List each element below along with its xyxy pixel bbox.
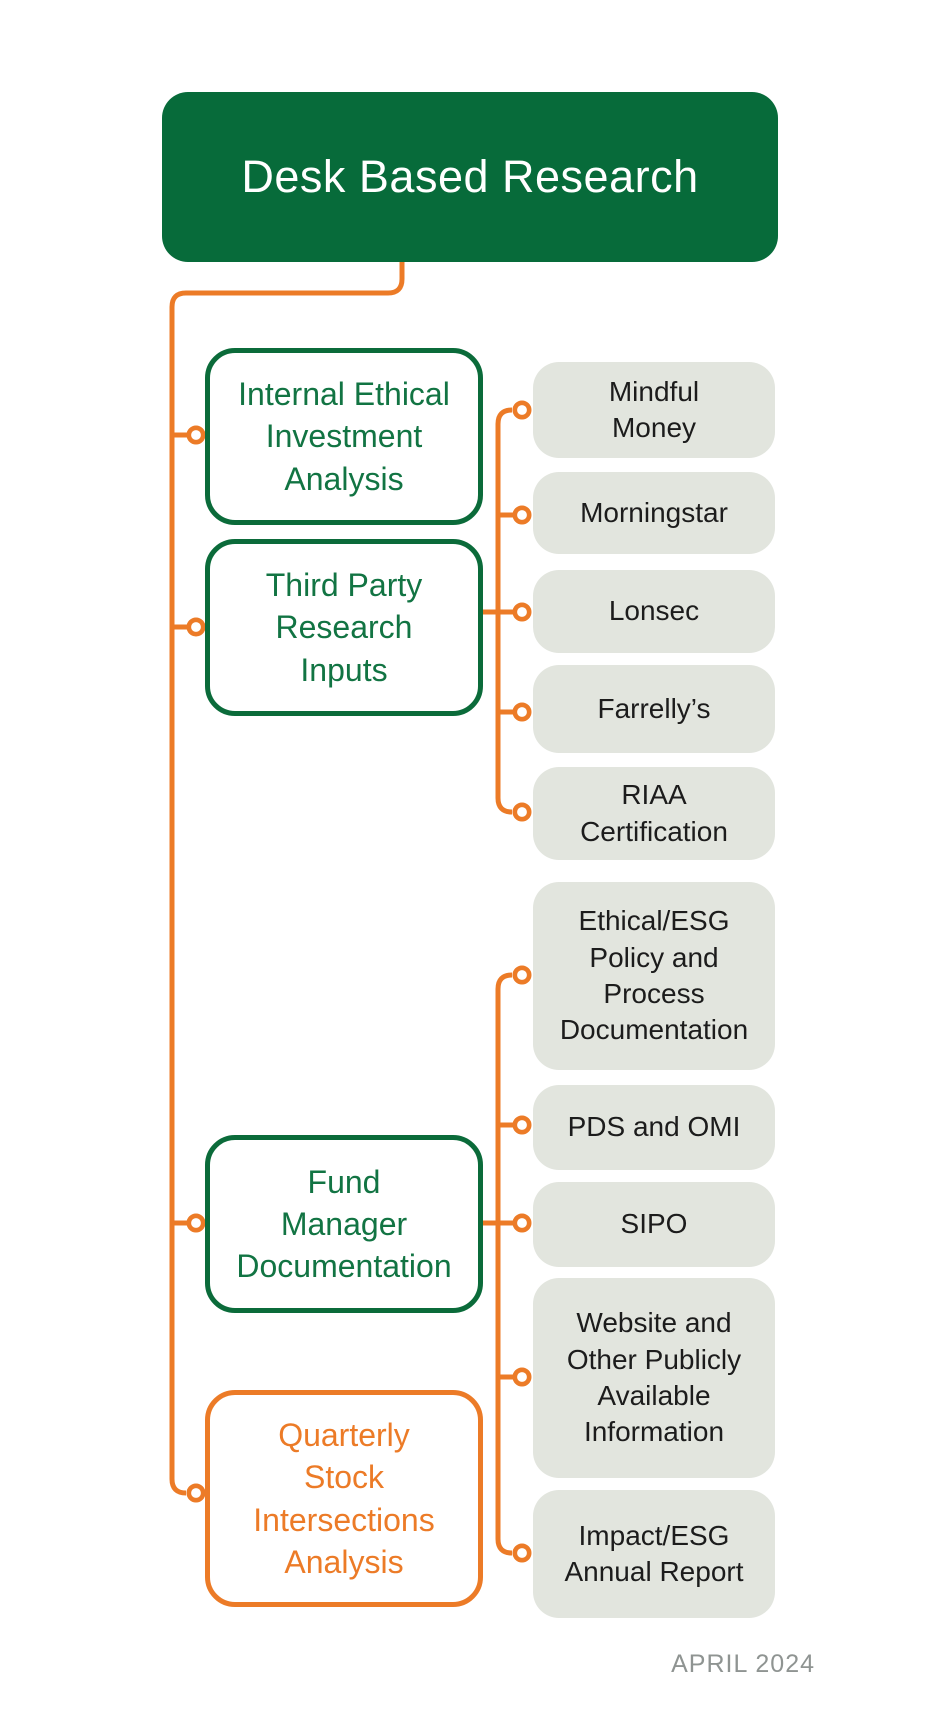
dot-sipo — [512, 1213, 532, 1233]
dot-farrellys — [512, 702, 532, 722]
node-pds-and-omi: PDS and OMI — [533, 1085, 775, 1170]
dot-website — [512, 1367, 532, 1387]
dot-pds — [512, 1115, 532, 1135]
node-farrellys: Farrelly’s — [533, 665, 775, 753]
dot-fund — [186, 1213, 206, 1233]
node-riaa-certification: RIAA Certification — [533, 767, 775, 860]
dot-ethical — [512, 965, 532, 985]
node-third-party-research-inputs: Third Party Research Inputs — [205, 539, 483, 716]
trunk-group1 — [495, 407, 513, 815]
node-website-publicly-available-information: Website and Other Publicly Available Inf… — [533, 1278, 775, 1478]
dot-riaa — [512, 802, 532, 822]
dot-quarterly — [186, 1483, 206, 1503]
dot-third-party — [186, 617, 206, 637]
dot-internal — [186, 425, 206, 445]
node-morningstar: Morningstar — [533, 472, 775, 554]
node-internal-ethical-investment-analysis: Internal Ethical Investment Analysis — [205, 348, 483, 525]
footer-date: APRIL 2024 — [671, 1650, 815, 1678]
node-sipo: SIPO — [533, 1182, 775, 1267]
dot-lonsec — [512, 602, 532, 622]
dot-morningstar — [512, 505, 532, 525]
trunk-group2 — [495, 972, 513, 1556]
node-desk-based-research: Desk Based Research — [162, 92, 778, 262]
node-lonsec: Lonsec — [533, 570, 775, 653]
dot-mindful — [512, 400, 532, 420]
node-fund-manager-documentation: Fund Manager Documentation — [205, 1135, 483, 1313]
node-mindful-money: Mindful Money — [533, 362, 775, 458]
node-ethical-esg-policy-process-documentation: Ethical/ESG Policy and Process Documenta… — [533, 882, 775, 1070]
dot-impact — [512, 1543, 532, 1563]
node-impact-esg-annual-report: Impact/ESG Annual Report — [533, 1490, 775, 1618]
node-quarterly-stock-intersections-analysis: Quarterly Stock Intersections Analysis — [205, 1390, 483, 1607]
